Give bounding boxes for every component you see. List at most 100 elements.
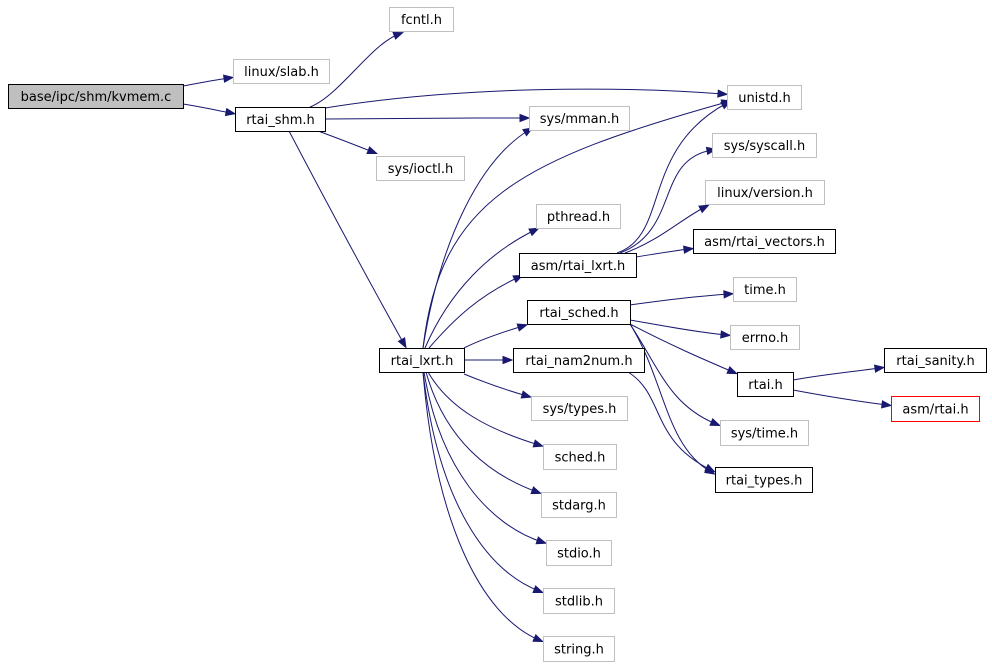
node-label: asm/rtai_vectors.h xyxy=(704,235,825,250)
edge-line xyxy=(424,229,536,349)
node-label: sys/ioctl.h xyxy=(388,162,453,177)
node-box xyxy=(543,588,615,614)
edge-line xyxy=(422,371,540,641)
node-sys-mman-h: sys/mman.h xyxy=(529,106,630,131)
edge-line xyxy=(324,117,526,120)
node-pthread-h: pthread.h xyxy=(536,204,621,229)
edge-rtai-lxrt-h-to-sched-h xyxy=(427,371,545,448)
node-rtai-lxrt-h[interactable]: rtai_lxrt.h xyxy=(379,348,465,373)
node-box xyxy=(379,348,465,373)
edge-kvmem-c-to-rtai-shm-h xyxy=(182,103,237,117)
edge-line xyxy=(317,130,374,153)
node-label: rtai_sanity.h xyxy=(896,354,974,369)
node-label: rtai_sched.h xyxy=(539,306,618,321)
arrowhead-icon xyxy=(502,355,514,365)
edge-line xyxy=(182,103,232,114)
node-label: sched.h xyxy=(555,451,606,466)
node-box xyxy=(720,420,809,446)
node-kvmem-c[interactable]: base/ipc/shm/kvmem.c xyxy=(8,84,184,109)
edge-rtai-lxrt-h-to-string-h xyxy=(422,371,544,643)
arrowhead-icon xyxy=(709,417,721,427)
edge-line xyxy=(427,371,540,446)
edge-rtai-sched-h-to-sys-time-h xyxy=(629,323,721,427)
edge-rtai-sched-h-to-errno-h xyxy=(629,319,732,339)
edge-rtai-sched-h-to-rtai-types-h xyxy=(629,323,716,475)
node-label: unistd.h xyxy=(738,91,791,106)
arrowhead-icon xyxy=(717,89,729,98)
node-sys-types-h: sys/types.h xyxy=(531,396,628,421)
node-label: stdarg.h xyxy=(552,499,606,514)
edge-line xyxy=(627,371,712,471)
node-label: rtai_nam2num.h xyxy=(525,354,632,369)
node-stdarg-h: stdarg.h xyxy=(541,492,617,518)
node-rtai-nam2num-h[interactable]: rtai_nam2num.h xyxy=(513,348,645,373)
arrowhead-icon xyxy=(519,113,531,123)
edge-line xyxy=(629,319,727,336)
node-label: stdio.h xyxy=(557,547,601,562)
arrowhead-icon xyxy=(532,439,545,448)
arrowhead-icon xyxy=(698,204,710,214)
arrowhead-icon xyxy=(683,245,695,254)
node-box xyxy=(536,204,621,229)
edge-rtai-lxrt-h-to-stdarg-h xyxy=(425,371,543,495)
edge-rtai-sched-h-to-rtai-h xyxy=(629,323,738,375)
node-box xyxy=(733,277,797,302)
edge-asm-rtai-lxrt-h-to-asm-rtai-vectors-h xyxy=(635,245,695,258)
node-label: rtai_lxrt.h xyxy=(391,354,454,369)
edge-rtai-shm-h-to-unistd-h xyxy=(324,88,729,109)
edge-line xyxy=(463,325,524,349)
arrowhead-icon xyxy=(726,365,738,375)
edge-line xyxy=(324,88,724,109)
node-box xyxy=(529,106,630,131)
node-box xyxy=(8,84,184,109)
node-asm-rtai-vectors-h[interactable]: asm/rtai_vectors.h xyxy=(693,229,836,254)
node-rtai-sched-h[interactable]: rtai_sched.h xyxy=(527,300,631,325)
node-box xyxy=(884,348,987,373)
node-stdio-h: stdio.h xyxy=(546,540,612,566)
node-rtai-h[interactable]: rtai.h xyxy=(737,372,794,397)
edge-line xyxy=(422,129,530,349)
node-box xyxy=(737,372,794,397)
edge-rtai-lxrt-h-to-pthread-h xyxy=(424,227,540,349)
edge-line xyxy=(629,323,717,425)
edge-rtai-lxrt-h-to-rtai-sched-h xyxy=(463,323,529,349)
edge-rtai-shm-h-to-fcntl-h xyxy=(309,31,405,108)
node-linux-version-h: linux/version.h xyxy=(705,180,825,205)
node-box xyxy=(389,7,454,32)
node-label: fcntl.h xyxy=(401,13,442,28)
node-asm-rtai-lxrt-h[interactable]: asm/rtai_lxrt.h xyxy=(519,253,637,278)
edge-rtai-shm-h-to-sys-mman-h xyxy=(324,113,531,123)
node-sys-ioctl-h: sys/ioctl.h xyxy=(376,156,465,181)
node-rtai-sanity-h[interactable]: rtai_sanity.h xyxy=(884,348,987,373)
arrowhead-icon xyxy=(224,107,237,117)
node-box xyxy=(531,396,628,421)
arrowhead-icon xyxy=(873,364,886,373)
arrowhead-icon xyxy=(881,400,893,409)
node-box xyxy=(705,180,825,205)
node-label: rtai_shm.h xyxy=(246,113,315,128)
node-label: base/ipc/shm/kvmem.c xyxy=(21,90,172,105)
node-rtai-types-h[interactable]: rtai_types.h xyxy=(715,467,813,493)
node-asm-rtai-h[interactable]: asm/rtai.h xyxy=(891,396,980,422)
node-box xyxy=(891,396,980,422)
edge-asm-rtai-lxrt-h-to-linux-version-h xyxy=(624,204,710,254)
node-label: rtai_types.h xyxy=(726,474,803,489)
edge-rtai-h-to-asm-rtai-h xyxy=(792,389,893,409)
node-label: asm/rtai.h xyxy=(902,403,968,418)
node-rtai-shm-h[interactable]: rtai_shm.h xyxy=(235,107,326,132)
node-label: asm/rtai_lxrt.h xyxy=(531,259,625,274)
node-sched-h: sched.h xyxy=(543,444,617,470)
edge-rtai-lxrt-h-to-sys-types-h xyxy=(463,373,533,399)
edge-line xyxy=(288,130,405,345)
arrowhead-icon xyxy=(366,146,379,154)
edge-rtai-lxrt-h-to-stdio-h xyxy=(423,371,548,545)
node-label: sys/types.h xyxy=(543,402,617,417)
edge-line xyxy=(629,293,730,306)
arrowhead-icon xyxy=(520,390,533,399)
node-label: sys/syscall.h xyxy=(724,139,806,154)
arrowhead-icon xyxy=(704,463,716,473)
edge-rtai-lxrt-h-to-asm-rtai-lxrt-h xyxy=(428,274,524,349)
node-box xyxy=(513,348,645,373)
nodes-layer: base/ipc/shm/kvmem.cfcntl.hlinux/slab.hr… xyxy=(8,7,987,662)
